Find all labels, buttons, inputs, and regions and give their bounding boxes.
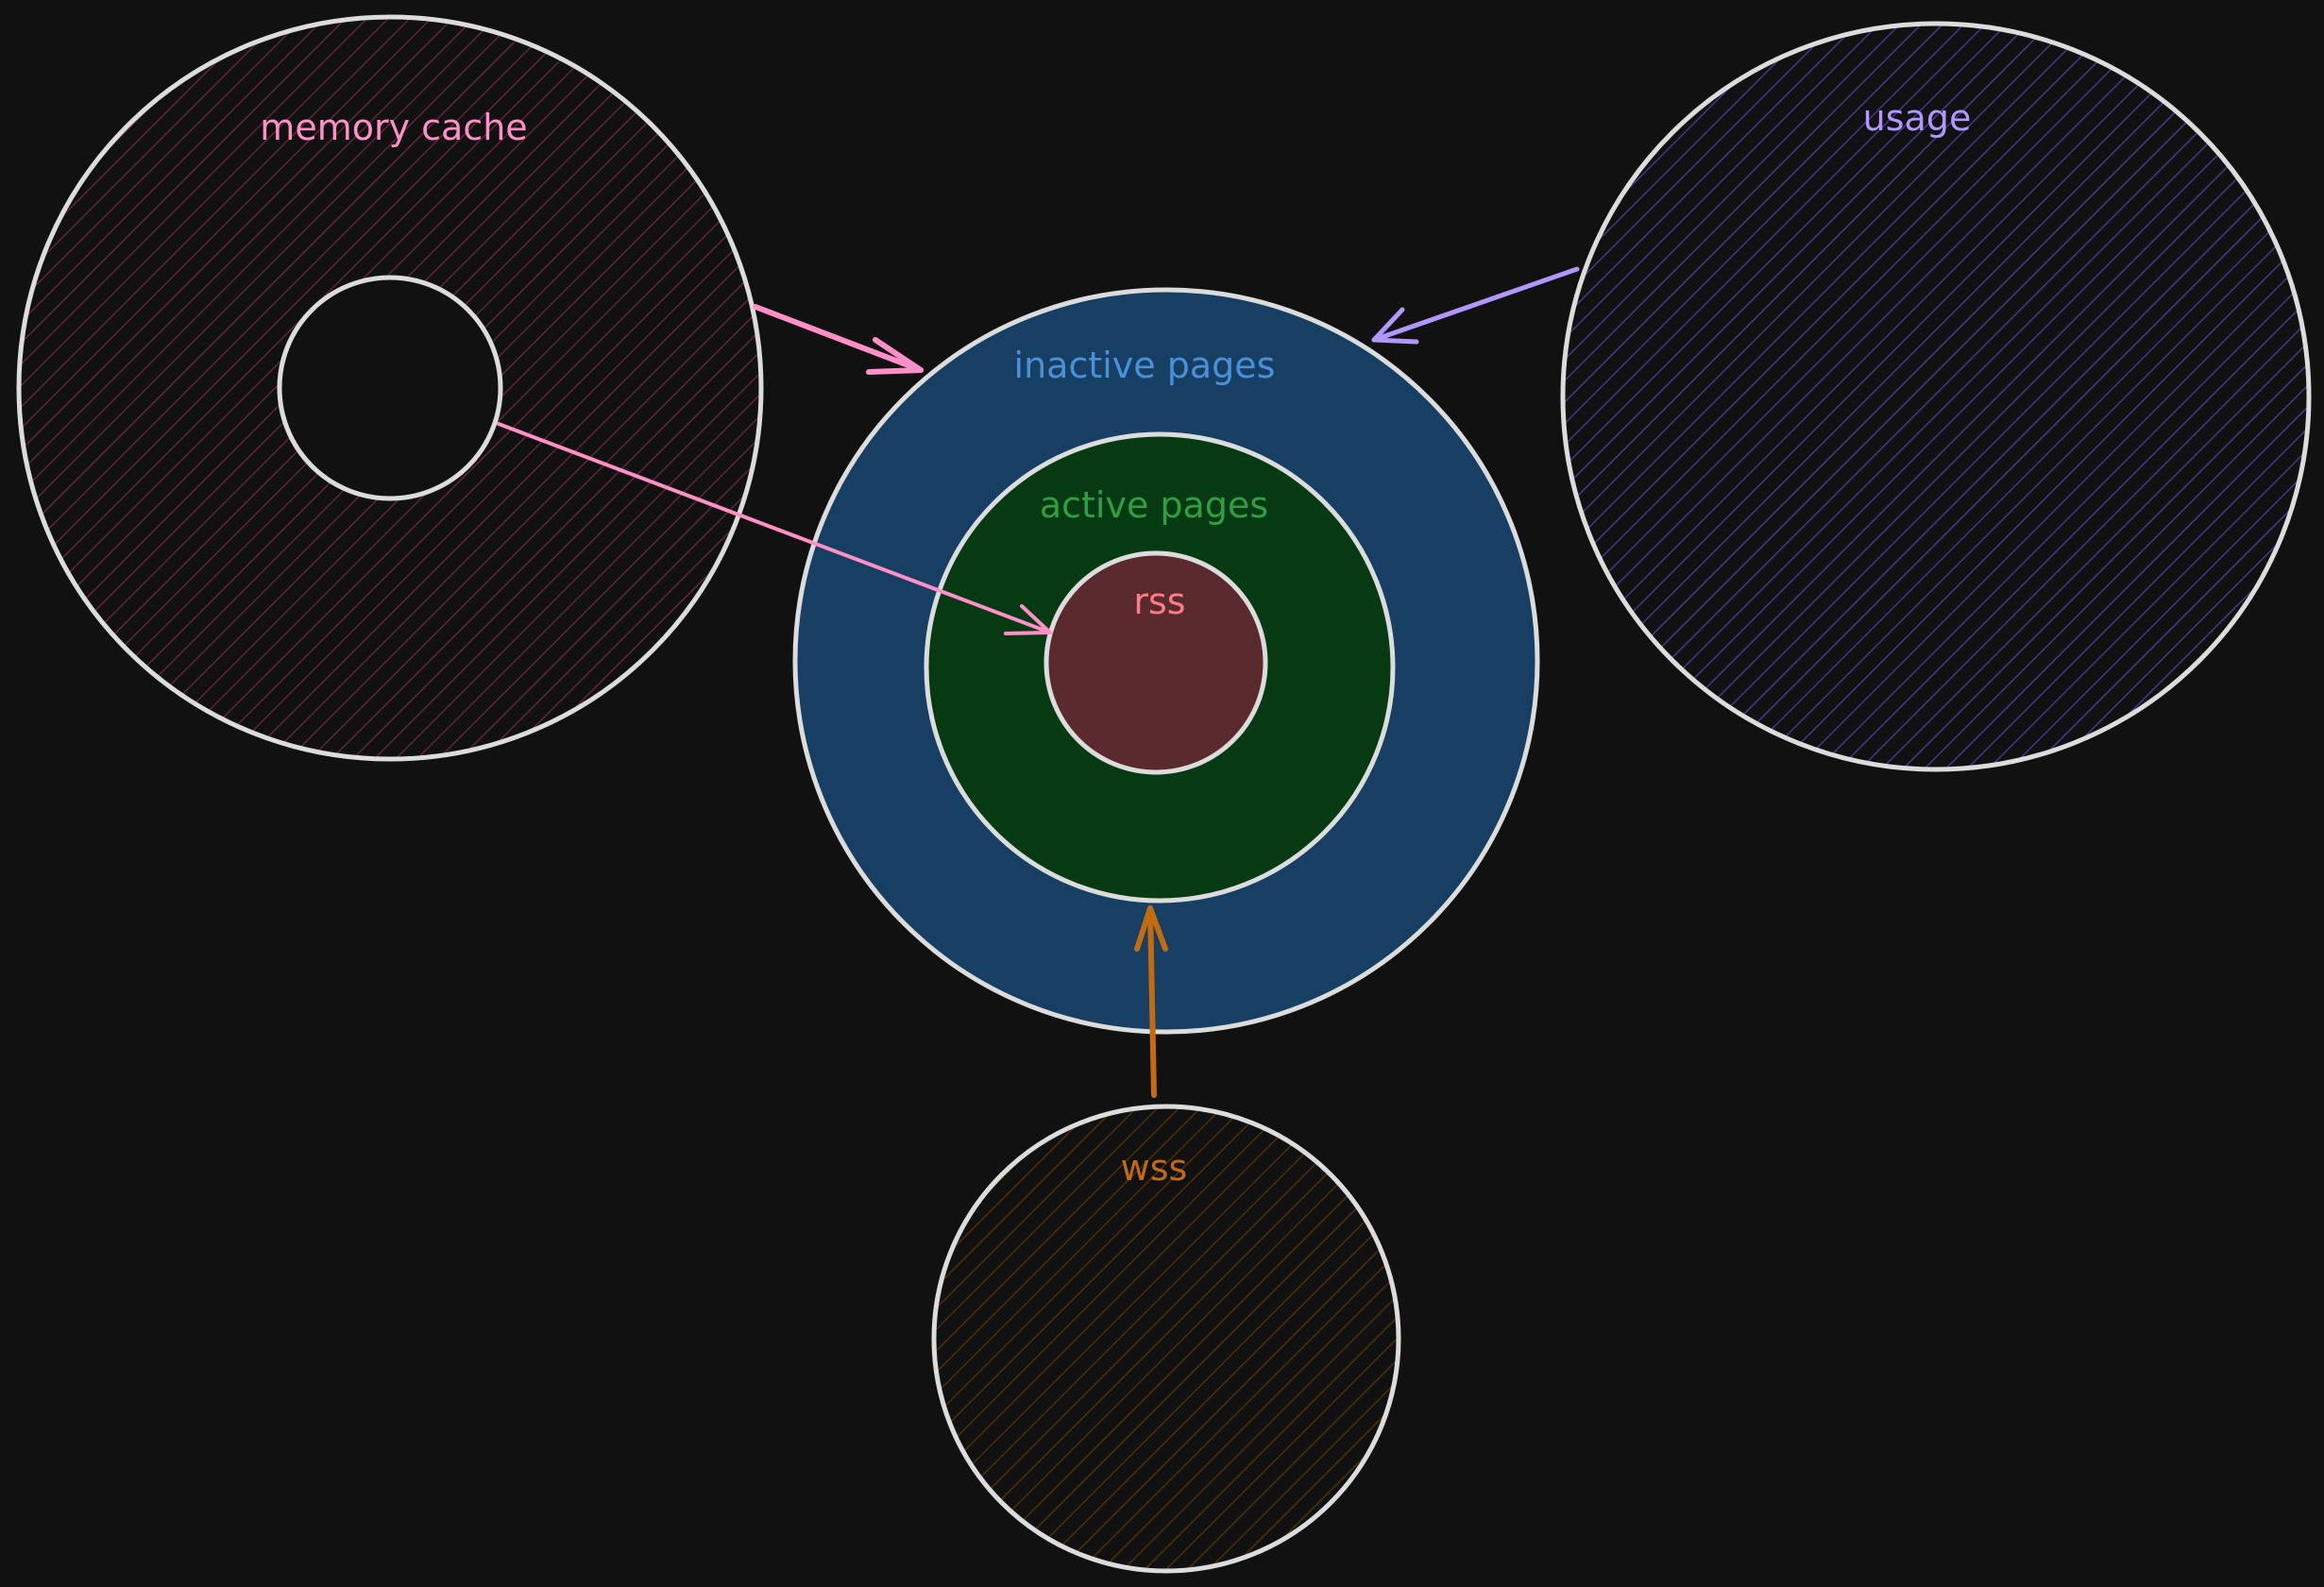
wss-circle (934, 1106, 1399, 1571)
memory-cache-inner-outline (277, 275, 503, 501)
active-pages-label: active pages (1040, 484, 1268, 526)
usage-label: usage (1863, 97, 1972, 139)
edge-usage-to-inactive-pages (1371, 266, 1580, 345)
rss-node: rss (1043, 550, 1268, 775)
arrowhead-icon (1004, 604, 1052, 635)
inactive-pages-label: inactive pages (1014, 345, 1276, 386)
wss-node: wss (931, 1104, 1401, 1574)
rss-label: rss (1133, 581, 1185, 622)
rss-outline (1043, 550, 1268, 775)
wss-outline (931, 1104, 1401, 1574)
memory-cache-node: memory cache (16, 14, 764, 762)
arrowhead-icon (1134, 905, 1168, 952)
arrowhead-icon (1371, 307, 1419, 345)
arrowhead-icon (866, 337, 924, 375)
usage-outline (1560, 21, 2312, 772)
usage-node: usage (1560, 21, 2312, 772)
rss-circle (1046, 553, 1265, 772)
memory-cache-label: memory cache (260, 107, 527, 148)
inactive-pages-outline (792, 287, 1540, 1035)
memory-cache-ring (19, 17, 762, 760)
memory-cache-outer-outline (16, 14, 764, 762)
wss-label: wss (1121, 1147, 1188, 1189)
edge-memory-cache-to-inactive-pages (753, 304, 924, 375)
usage-circle (1563, 24, 2309, 769)
active-pages-outline (924, 431, 1396, 903)
edge-wss-to-active-pages (1134, 905, 1168, 1098)
edge-memory-cache-to-rss (497, 422, 1052, 635)
